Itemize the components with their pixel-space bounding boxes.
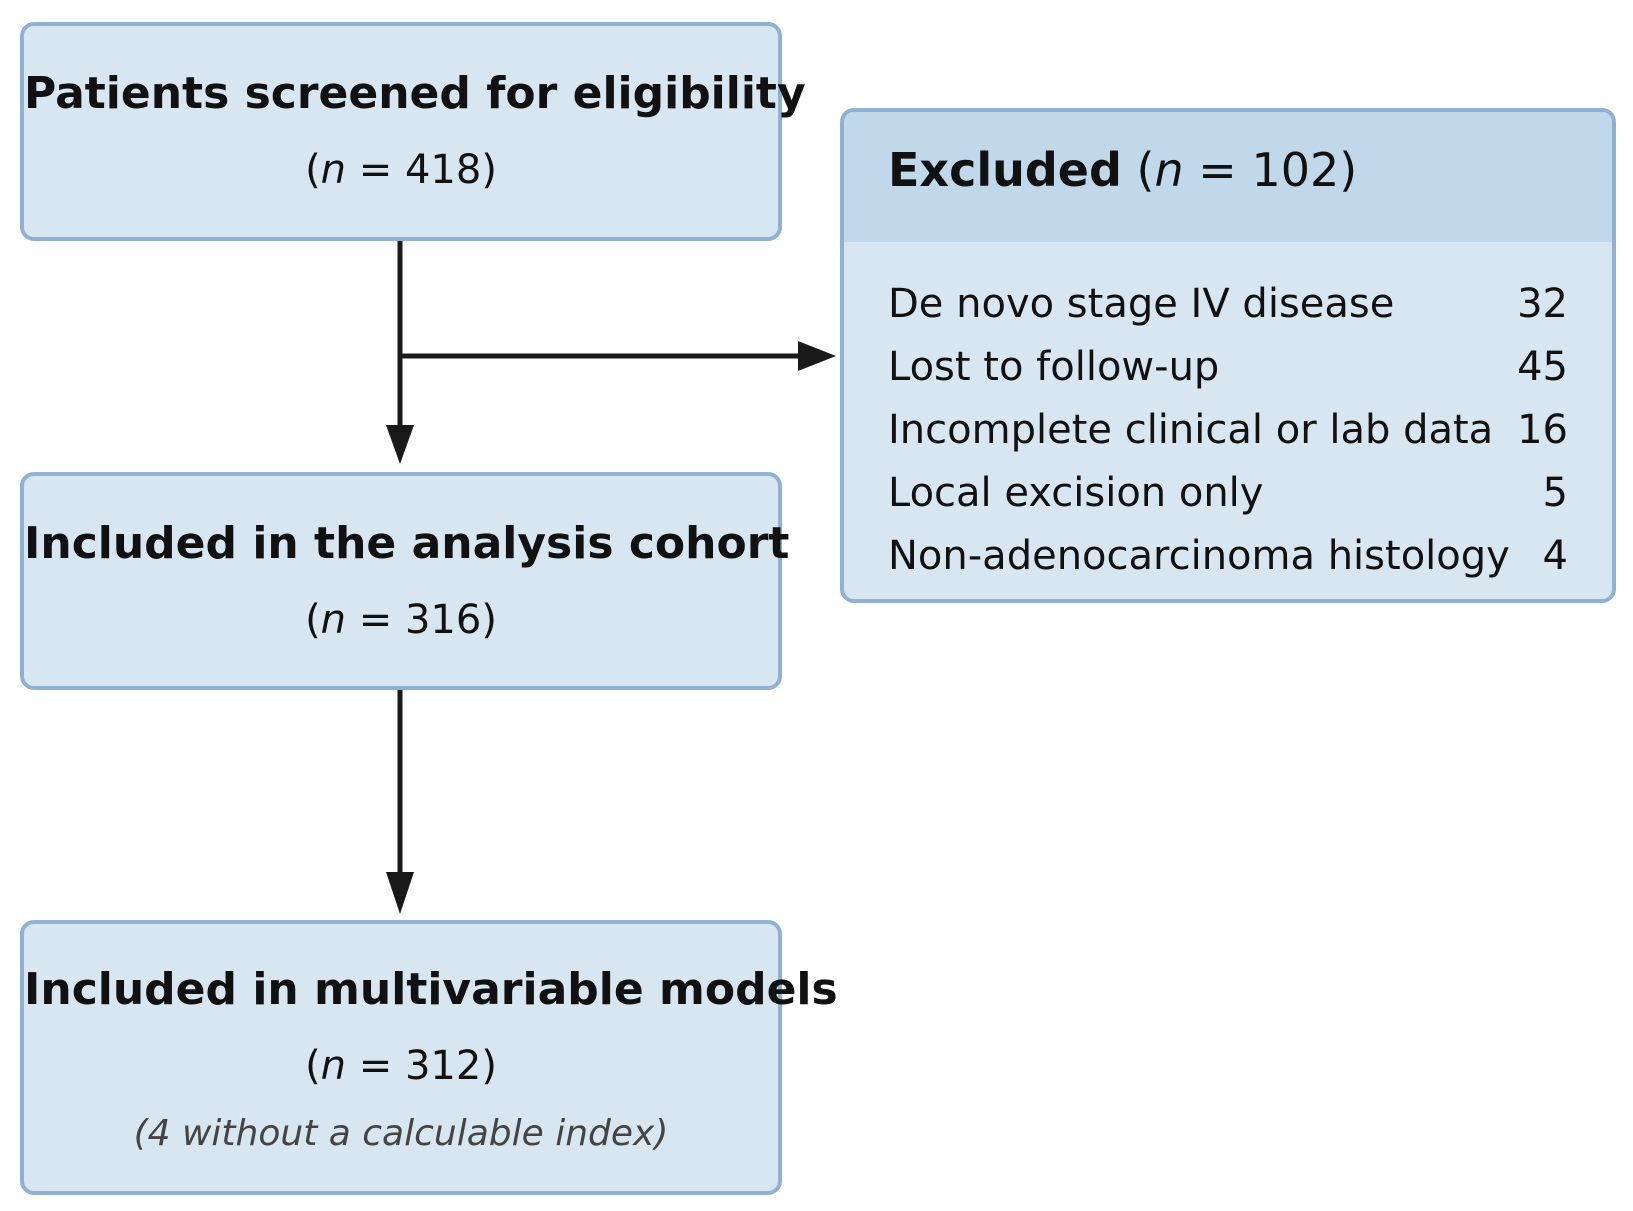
exclusion-row: Lost to follow-up 45 xyxy=(888,335,1568,398)
exclusion-row: Non-adenocarcinoma histology 4 xyxy=(888,524,1568,587)
analysis-cohort-box: Included in the analysis cohort (n = 316… xyxy=(20,472,790,690)
analysis-title: Included in the analysis cohort xyxy=(24,518,790,569)
exclusion-row: Incomplete clinical or lab data 16 xyxy=(888,398,1568,461)
multivariable-box: Included in multivariable models (n = 31… xyxy=(20,920,838,1195)
exclusion-reasons-list: De novo stage IV disease 32 Lost to foll… xyxy=(888,272,1568,587)
excluded-title: Excluded xyxy=(888,143,1122,197)
multivariable-n-symbol: n xyxy=(320,1043,347,1089)
excluded-box: Excluded (n = 102) De novo stage IV dise… xyxy=(840,108,1616,603)
exclusion-reason: Non-adenocarcinoma histology xyxy=(888,532,1510,579)
analysis-n-symbol: n xyxy=(320,597,347,643)
exclusion-count: 32 xyxy=(1517,280,1568,327)
excluded-heading: Excluded (n = 102) xyxy=(888,143,1358,197)
excluded-header: Excluded (n = 102) xyxy=(844,112,1612,242)
multivariable-count: (n = 312) xyxy=(305,1043,497,1089)
screened-count: (n = 418) xyxy=(305,147,497,193)
screened-n-symbol: n xyxy=(320,147,347,193)
screened-n-value: = 418) xyxy=(358,147,497,193)
excluded-n-symbol: n xyxy=(1154,143,1184,197)
screened-title: Patients screened for eligibility xyxy=(24,68,806,119)
exclusion-row: De novo stage IV disease 32 xyxy=(888,272,1568,335)
exclusion-reason: Local excision only xyxy=(888,469,1264,516)
exclusion-row: Local excision only 5 xyxy=(888,461,1568,524)
multivariable-n-value: = 312) xyxy=(358,1043,497,1089)
arrowhead-multi xyxy=(386,872,414,914)
arrowhead-excluded xyxy=(798,341,836,371)
exclusion-reason: Lost to follow-up xyxy=(888,343,1220,390)
arrowhead-analysis xyxy=(386,425,414,464)
exclusion-reason: Incomplete clinical or lab data xyxy=(888,406,1494,453)
exclusion-count: 45 xyxy=(1517,343,1568,390)
exclusion-count: 5 xyxy=(1542,469,1568,516)
analysis-count: (n = 316) xyxy=(305,597,497,643)
excluded-n-value: = 102) xyxy=(1198,143,1358,197)
screened-box: Patients screened for eligibility (n = 4… xyxy=(20,22,806,241)
exclusion-reason: De novo stage IV disease xyxy=(888,280,1395,327)
multivariable-note: (4 without a calculable index) xyxy=(133,1113,669,1154)
multivariable-title: Included in multivariable models xyxy=(24,964,838,1015)
exclusion-count: 16 xyxy=(1517,406,1568,453)
analysis-n-value: = 316) xyxy=(358,597,497,643)
exclusion-count: 4 xyxy=(1542,532,1568,579)
